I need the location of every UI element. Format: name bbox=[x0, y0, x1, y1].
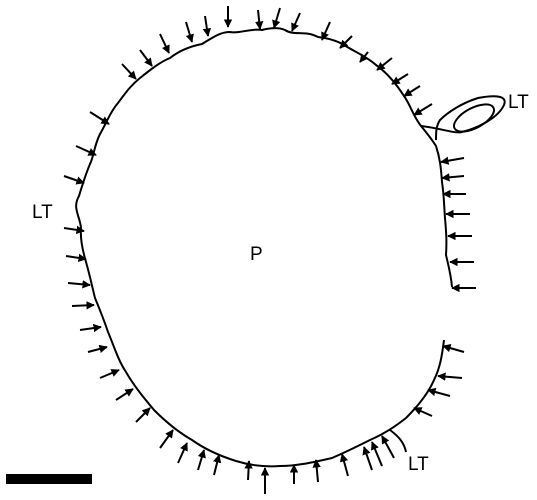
arrow bbox=[364, 447, 372, 470]
arrow bbox=[377, 58, 392, 70]
arrow bbox=[100, 370, 119, 378]
arrow bbox=[414, 104, 432, 115]
arrow bbox=[122, 64, 136, 79]
arrow bbox=[90, 112, 109, 124]
arrow bbox=[76, 146, 96, 155]
arrow bbox=[116, 389, 133, 400]
arrow bbox=[140, 50, 152, 66]
arrow bbox=[274, 8, 280, 28]
cell-outline bbox=[76, 28, 452, 466]
arrow bbox=[80, 327, 101, 330]
label-lt-upper-right: LT bbox=[508, 92, 529, 113]
label-lt-bottom: LT bbox=[408, 454, 429, 475]
lt-pocket-bottom bbox=[390, 430, 406, 452]
arrow bbox=[72, 305, 94, 306]
arrow bbox=[136, 408, 150, 422]
arrow bbox=[68, 283, 90, 285]
scale-bar bbox=[6, 474, 92, 484]
arrow bbox=[360, 52, 368, 62]
arrow bbox=[382, 436, 394, 458]
arrow bbox=[186, 22, 192, 42]
lt-loop-upper-right bbox=[421, 96, 505, 140]
arrow bbox=[414, 408, 432, 416]
arrow bbox=[342, 454, 348, 476]
label-p: P bbox=[250, 244, 263, 265]
arrow bbox=[160, 430, 173, 448]
arrow bbox=[248, 461, 249, 480]
label-lt-left: LT bbox=[32, 202, 53, 223]
arrow bbox=[178, 443, 187, 463]
arrow bbox=[214, 455, 219, 475]
arrow bbox=[316, 460, 318, 482]
arrow bbox=[428, 390, 450, 396]
arrow bbox=[392, 74, 408, 84]
lt-loop-inner bbox=[450, 99, 498, 137]
arrow bbox=[372, 442, 382, 466]
arrow bbox=[292, 13, 300, 31]
arrow bbox=[64, 176, 84, 183]
arrow bbox=[258, 10, 260, 29]
arrow bbox=[205, 16, 208, 36]
arrow-group bbox=[64, 6, 476, 494]
arrow bbox=[438, 376, 462, 378]
arrow bbox=[66, 256, 86, 259]
arrow bbox=[442, 176, 464, 178]
arrow bbox=[404, 86, 420, 96]
arrow bbox=[88, 347, 107, 352]
arrow bbox=[160, 34, 169, 53]
arrow bbox=[443, 346, 464, 352]
arrow bbox=[198, 450, 204, 470]
arrow bbox=[441, 158, 464, 162]
